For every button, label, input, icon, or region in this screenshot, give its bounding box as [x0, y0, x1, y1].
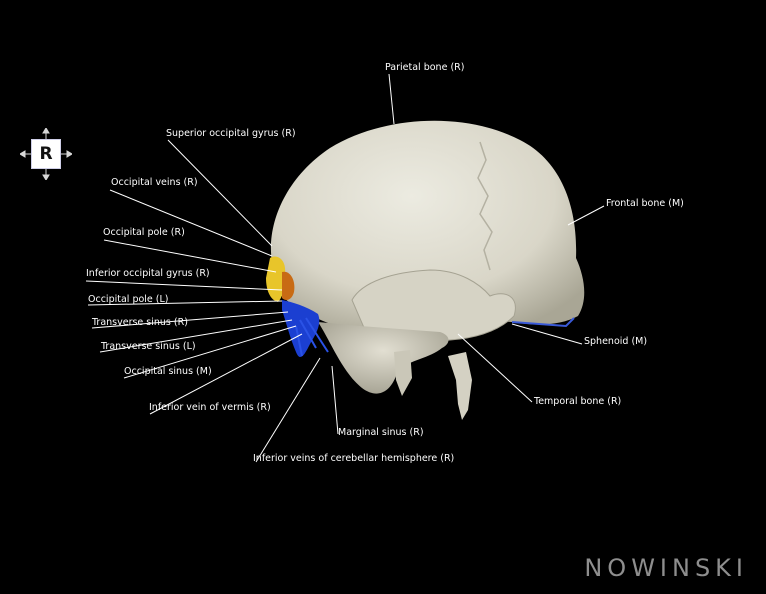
label-parietal-bone: Parietal bone (R): [385, 62, 465, 73]
label-marginal-sinus: Marginal sinus (R): [338, 427, 424, 438]
label-frontal-bone: Frontal bone (M): [606, 198, 684, 209]
coronal-suture: [477, 141, 493, 271]
orientation-letter: R: [31, 139, 61, 169]
label-transverse-sinus-r: Transverse sinus (R): [92, 317, 188, 328]
leader-lines: [85, 73, 605, 463]
cerebellar-veins: [295, 317, 329, 357]
label-inferior-veins-cerebellar: Inferior veins of cerebellar hemisphere …: [253, 453, 455, 464]
mandible-shape: [318, 322, 449, 394]
label-inferior-occipital-gyrus: Inferior occipital gyrus (R): [86, 268, 210, 279]
inferior-occipital-gyrus-shape: [266, 256, 286, 302]
styloid-process: [448, 352, 472, 420]
sphenoid-edge: [511, 317, 575, 328]
label-temporal-bone: Temporal bone (R): [534, 396, 622, 407]
small-process: [394, 350, 412, 396]
venous-sinus-shape: [282, 300, 320, 358]
brand-logo: NOWINSKI: [584, 554, 748, 582]
label-occipital-veins: Occipital veins (R): [111, 177, 198, 188]
orientation-marker: R: [19, 127, 73, 181]
label-transverse-sinus-l: Transverse sinus (L): [101, 341, 196, 352]
label-sphenoid: Sphenoid (M): [584, 336, 648, 347]
label-occipital-pole-l: Occipital pole (L): [88, 294, 169, 305]
label-superior-occipital-gyrus: Superior occipital gyrus (R): [166, 128, 296, 139]
cranium-shape: [270, 120, 585, 336]
label-occipital-sinus: Occipital sinus (M): [124, 366, 212, 377]
occipital-pole-shape: [282, 271, 295, 300]
label-occipital-pole-r: Occipital pole (R): [103, 227, 185, 238]
label-inferior-vein-vermis: Inferior vein of vermis (R): [149, 402, 271, 413]
